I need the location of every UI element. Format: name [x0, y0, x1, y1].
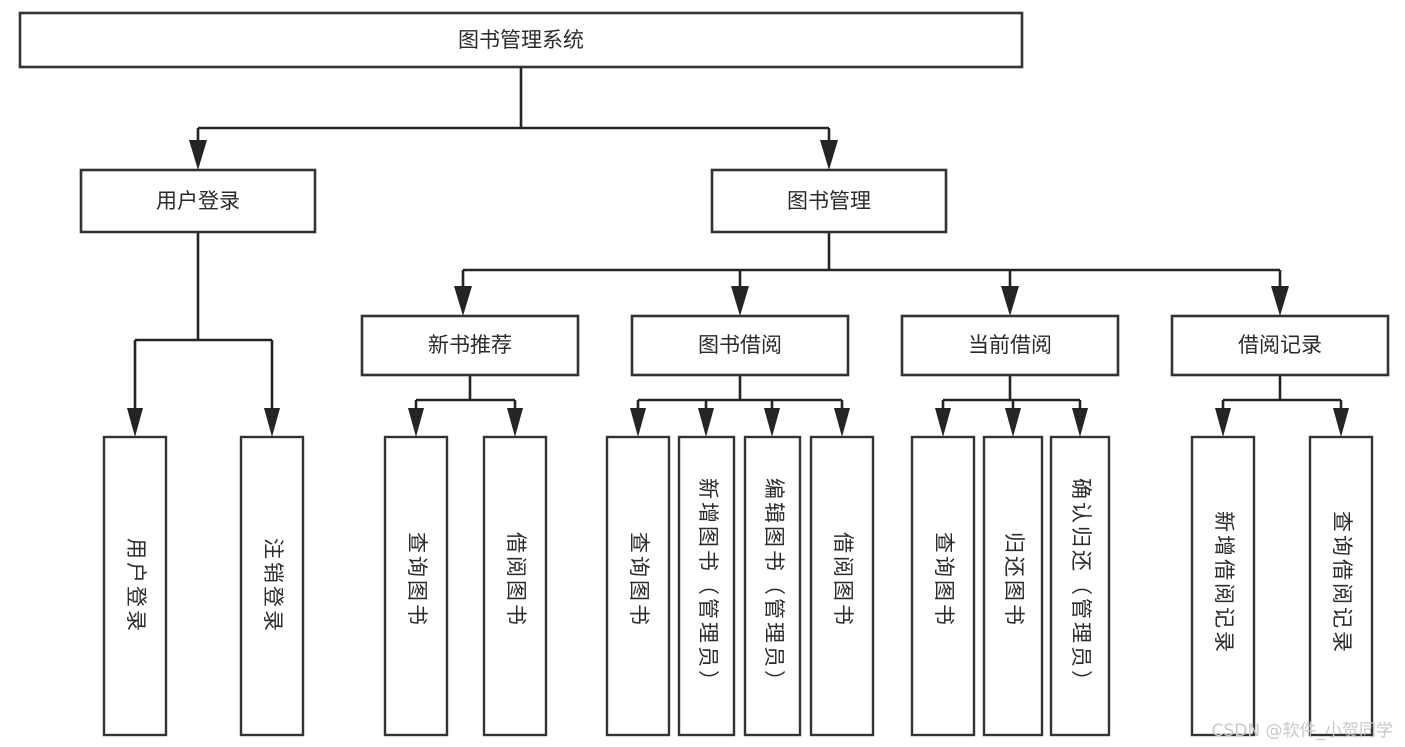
node-root[interactable]: 图书管理系统 — [18, 11, 1024, 69]
arrow-head-leaf-return-book — [1005, 408, 1021, 437]
arrow-head-leaf-user-login — [127, 408, 143, 437]
node-root-label: 图书管理系统 — [458, 28, 584, 52]
arrow-head-leaf-query-book-1 — [408, 408, 424, 437]
node-leaf-query-book-3-label: 查询图书 — [932, 532, 956, 628]
csdn-watermark: CSDN @软件_小贺同学 — [1211, 721, 1393, 741]
node-leaf-confirm-return-label: 确认归还（管理员） — [1069, 478, 1093, 694]
connector-group-borrow-record — [1215, 375, 1349, 437]
node-leaf-borrow-book-1-box[interactable] — [482, 435, 548, 737]
node-leaf-borrow-book-1[interactable]: 借阅图书 — [482, 435, 548, 737]
node-leaf-query-record-box[interactable] — [1308, 435, 1374, 737]
node-book-borrow-label: 图书借阅 — [698, 333, 782, 357]
node-leaf-logout-box[interactable] — [239, 435, 305, 737]
node-user-login[interactable]: 用户登录 — [79, 168, 317, 234]
arrow-head-leaf-query-record — [1333, 408, 1349, 437]
connector-group-current-borrow — [935, 375, 1088, 437]
node-leaf-add-record-label: 新增借阅记录 — [1212, 511, 1236, 655]
node-new-book-recommend-box[interactable] — [360, 314, 580, 377]
node-leaf-add-book-label: 新增图书（管理员） — [696, 478, 720, 694]
arrow-head-leaf-logout — [264, 408, 280, 437]
node-leaf-query-book-2-box[interactable] — [605, 435, 671, 737]
node-borrow-record-box[interactable] — [1170, 314, 1390, 377]
node-leaf-confirm-return[interactable]: 确认归还（管理员） — [1049, 435, 1111, 737]
node-user-login-label: 用户登录 — [156, 189, 240, 213]
node-book-manage-label: 图书管理 — [787, 189, 871, 213]
node-leaf-query-book-3[interactable]: 查询图书 — [910, 435, 976, 737]
node-new-book-recommend[interactable]: 新书推荐 — [360, 314, 580, 377]
node-book-borrow[interactable]: 图书借阅 — [630, 314, 850, 377]
node-leaf-query-book-2[interactable]: 查询图书 — [605, 435, 671, 737]
node-leaf-user-login[interactable]: 用户登录 — [102, 435, 168, 737]
node-borrow-record[interactable]: 借阅记录 — [1170, 314, 1390, 377]
node-leaf-borrow-book-2-label: 借阅图书 — [831, 532, 855, 628]
connector-group-new-book-recommend — [408, 375, 523, 437]
arrow-head-leaf-borrow-book-1 — [507, 408, 523, 437]
node-leaf-edit-book[interactable]: 编辑图书（管理员） — [743, 435, 802, 737]
node-user-login-box[interactable] — [79, 168, 317, 234]
node-leaf-borrow-book-2-box[interactable] — [809, 435, 875, 737]
node-leaf-confirm-return-box[interactable] — [1049, 435, 1111, 737]
node-leaf-user-login-label: 用户登录 — [124, 538, 148, 634]
arrow-head-book-borrow — [731, 286, 749, 316]
node-leaf-query-book-1-box[interactable] — [383, 435, 449, 737]
connector-group-user-login — [127, 232, 280, 437]
node-leaf-add-book[interactable]: 新增图书（管理员） — [677, 435, 736, 737]
arrow-head-leaf-add-book — [698, 408, 714, 437]
node-leaf-return-book[interactable]: 归还图书 — [982, 435, 1044, 737]
node-leaf-query-book-3-box[interactable] — [910, 435, 976, 737]
node-book-borrow-box[interactable] — [630, 314, 850, 377]
connector-group-root — [189, 67, 838, 170]
node-leaf-return-book-box[interactable] — [982, 435, 1044, 737]
arrow-head-leaf-query-book-2 — [630, 408, 646, 437]
node-leaf-logout-label: 注销登录 — [261, 538, 285, 634]
arrow-head-leaf-query-book-3 — [935, 408, 951, 437]
arrow-head-book-manage — [820, 140, 838, 170]
arrow-head-user-login — [189, 140, 207, 170]
node-root-box[interactable] — [18, 11, 1024, 69]
connector-group-book-borrow — [630, 375, 850, 437]
node-leaf-query-book-1[interactable]: 查询图书 — [383, 435, 449, 737]
node-current-borrow-box[interactable] — [900, 314, 1120, 377]
node-leaf-add-record[interactable]: 新增借阅记录 — [1190, 435, 1256, 737]
arrow-head-leaf-edit-book — [764, 408, 780, 437]
node-leaf-add-record-box[interactable] — [1190, 435, 1256, 737]
node-leaf-edit-book-box[interactable] — [743, 435, 802, 737]
node-book-manage[interactable]: 图书管理 — [710, 168, 948, 234]
arrow-head-new-book-recommend — [454, 286, 472, 316]
node-leaf-query-record-label: 查询借阅记录 — [1330, 511, 1354, 655]
arrow-head-borrow-record — [1271, 286, 1289, 316]
node-leaf-query-record[interactable]: 查询借阅记录 — [1308, 435, 1374, 737]
arrow-head-leaf-borrow-book-2 — [834, 408, 850, 437]
node-leaf-logout[interactable]: 注销登录 — [239, 435, 305, 737]
node-leaf-query-book-1-label: 查询图书 — [405, 532, 429, 628]
node-borrow-record-label: 借阅记录 — [1238, 333, 1322, 357]
arrow-head-leaf-add-record — [1215, 408, 1231, 437]
arrow-head-leaf-confirm-return — [1072, 408, 1088, 437]
arrow-head-current-borrow — [1001, 286, 1019, 316]
node-current-borrow[interactable]: 当前借阅 — [900, 314, 1120, 377]
node-leaf-borrow-book-2[interactable]: 借阅图书 — [809, 435, 875, 737]
node-leaf-borrow-book-1-label: 借阅图书 — [504, 532, 528, 628]
node-leaf-user-login-box[interactable] — [102, 435, 168, 737]
node-leaf-query-book-2-label: 查询图书 — [627, 532, 651, 628]
node-leaf-edit-book-label: 编辑图书（管理员） — [762, 478, 786, 694]
node-book-manage-box[interactable] — [710, 168, 948, 234]
node-leaf-add-book-box[interactable] — [677, 435, 736, 737]
node-leaf-return-book-label: 归还图书 — [1002, 532, 1026, 628]
node-new-book-recommend-label: 新书推荐 — [428, 333, 512, 357]
connector-group-book-manage — [454, 232, 1289, 316]
node-current-borrow-label: 当前借阅 — [968, 333, 1052, 357]
